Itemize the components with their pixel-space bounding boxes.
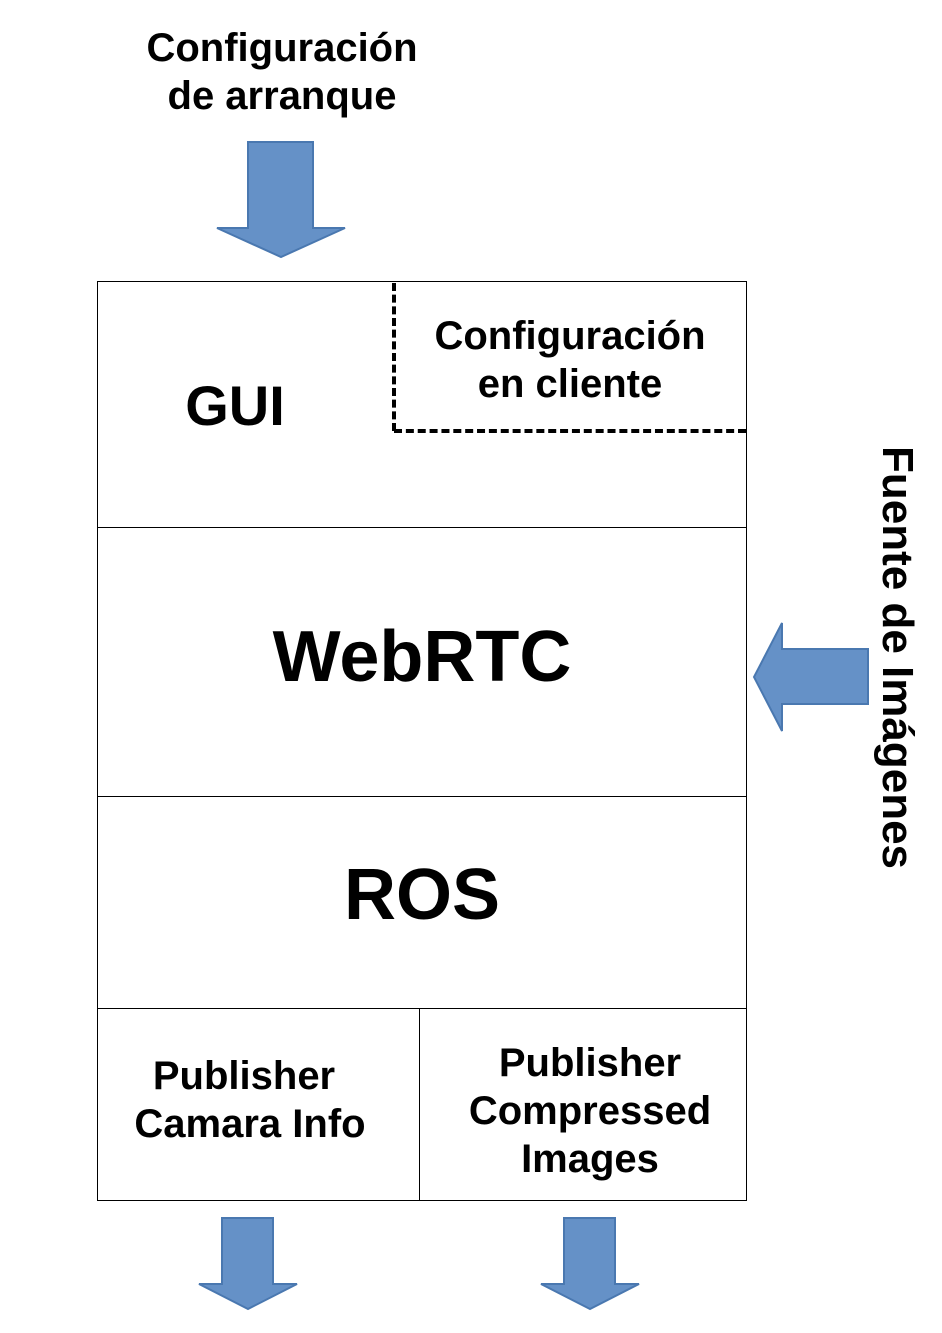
publisher-camera-line2: Camara Info (134, 1102, 366, 1146)
down-arrow-icon (216, 141, 346, 259)
publisher-camera-line1: Publisher (152, 1054, 336, 1098)
client-config-line2: en cliente (477, 362, 663, 406)
divider-ros-publishers (97, 1008, 747, 1009)
publisher-camera-info-label: Publisher Camara Info (100, 1052, 400, 1148)
client-config-divider-vertical (392, 283, 396, 431)
divider-publishers (419, 1008, 420, 1201)
startup-config-line2: de arranque (167, 74, 397, 118)
publisher-compressed-line1: Publisher (498, 1041, 682, 1085)
divider-gui-webrtc (97, 527, 747, 528)
client-config-divider-horizontal (394, 429, 746, 433)
down-arrow-icon (540, 1217, 640, 1311)
left-arrow-icon (752, 622, 869, 732)
webrtc-label: WebRTC (272, 617, 572, 697)
startup-config-label: Configuración de arranque (122, 24, 442, 120)
divider-webrtc-ros (97, 796, 747, 797)
down-arrow-icon (198, 1217, 298, 1311)
publisher-compressed-line3: Images (521, 1137, 659, 1181)
client-config-line1: Configuración (434, 314, 706, 358)
gui-label: GUI (185, 374, 285, 437)
image-source-label: Fuente de Imágenes (873, 446, 922, 870)
ros-label: ROS (343, 855, 501, 935)
client-config-label: Configuración en cliente (400, 312, 740, 408)
publisher-compressed-line2: Compressed (468, 1089, 712, 1133)
publisher-compressed-images-label: Publisher Compressed Images (422, 1039, 758, 1183)
startup-config-line1: Configuración (146, 26, 418, 70)
architecture-stack (97, 281, 747, 1201)
